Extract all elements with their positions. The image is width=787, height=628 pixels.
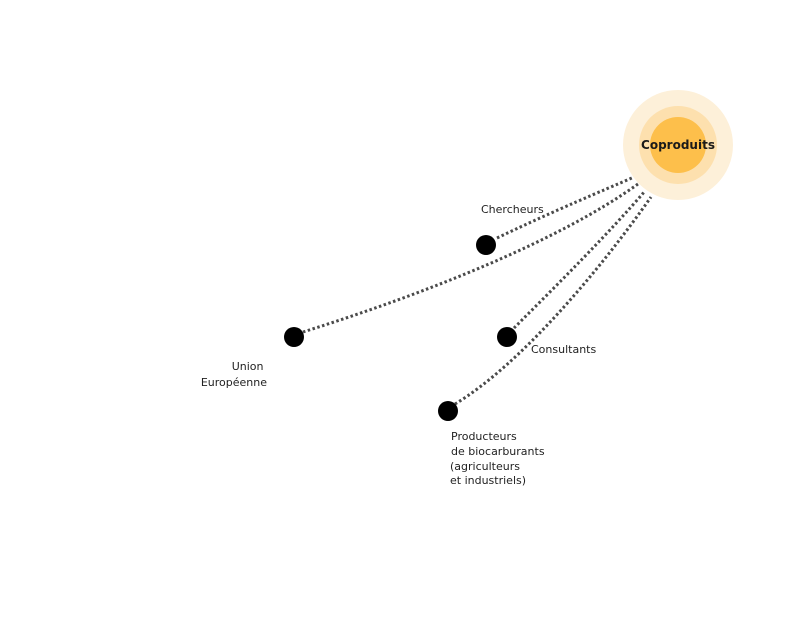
node-dot xyxy=(438,401,458,421)
link-union-europeenne xyxy=(302,182,639,334)
node-label-union-europeenne: Union Européenne xyxy=(201,360,267,389)
hub-coproduits: Coproduits xyxy=(623,90,733,200)
node-producteurs: Producteurs de biocarburants (agriculteu… xyxy=(438,401,548,487)
link-chercheurs xyxy=(496,175,635,240)
node-label-consultants: Consultants xyxy=(531,343,596,356)
hub-label: Coproduits xyxy=(641,138,715,152)
node-dot xyxy=(476,235,496,255)
node-dot xyxy=(497,327,517,347)
hub-core xyxy=(650,117,706,173)
node-union-europeenne: Union Européenne xyxy=(201,327,304,389)
node-chercheurs: Chercheurs xyxy=(476,203,544,255)
node-consultants: Consultants xyxy=(497,327,596,356)
node-label-chercheurs: Chercheurs xyxy=(481,203,544,216)
node-label-producteurs: Producteurs de biocarburants (agriculteu… xyxy=(450,430,548,487)
node-dot xyxy=(284,327,304,347)
link-producteurs xyxy=(454,196,653,406)
